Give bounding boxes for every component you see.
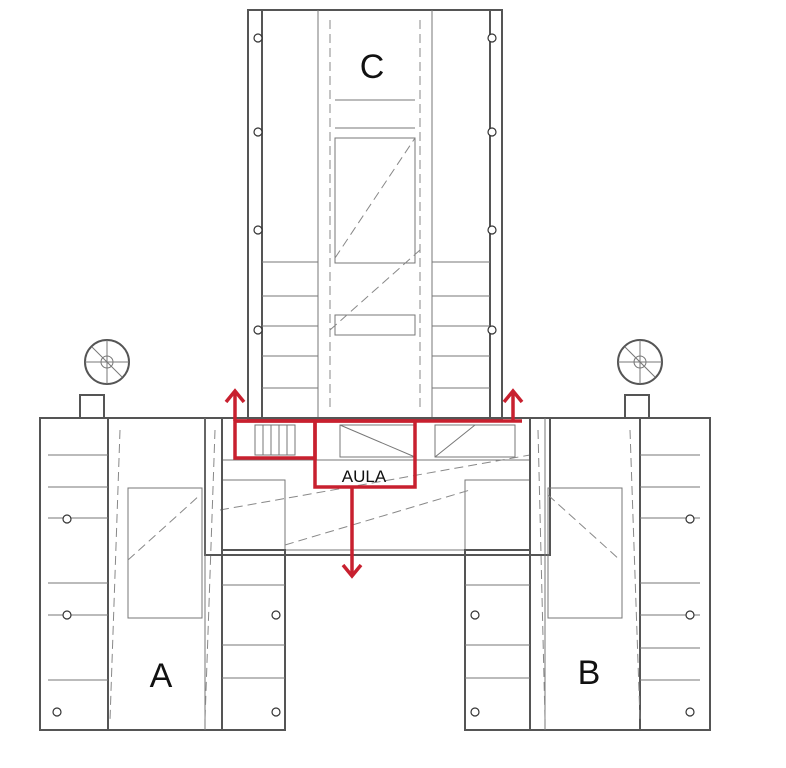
stairwell [254, 424, 296, 456]
wing-a-outline [39, 394, 286, 731]
wing-a-label: A [150, 657, 173, 695]
a-side-rooms [48, 454, 285, 681]
b-side-rooms [465, 454, 700, 681]
wing-c-label: C [360, 48, 385, 86]
wing-b-outline [464, 394, 711, 731]
c-side-rooms-right [432, 261, 490, 389]
spiral-stair-left [84, 339, 130, 385]
wing-b-label: B [578, 654, 601, 692]
aula-label: AULA [342, 467, 387, 486]
evacuation-route [224, 388, 524, 579]
c-side-rooms-left [262, 261, 318, 389]
spiral-stair-right [617, 339, 663, 385]
